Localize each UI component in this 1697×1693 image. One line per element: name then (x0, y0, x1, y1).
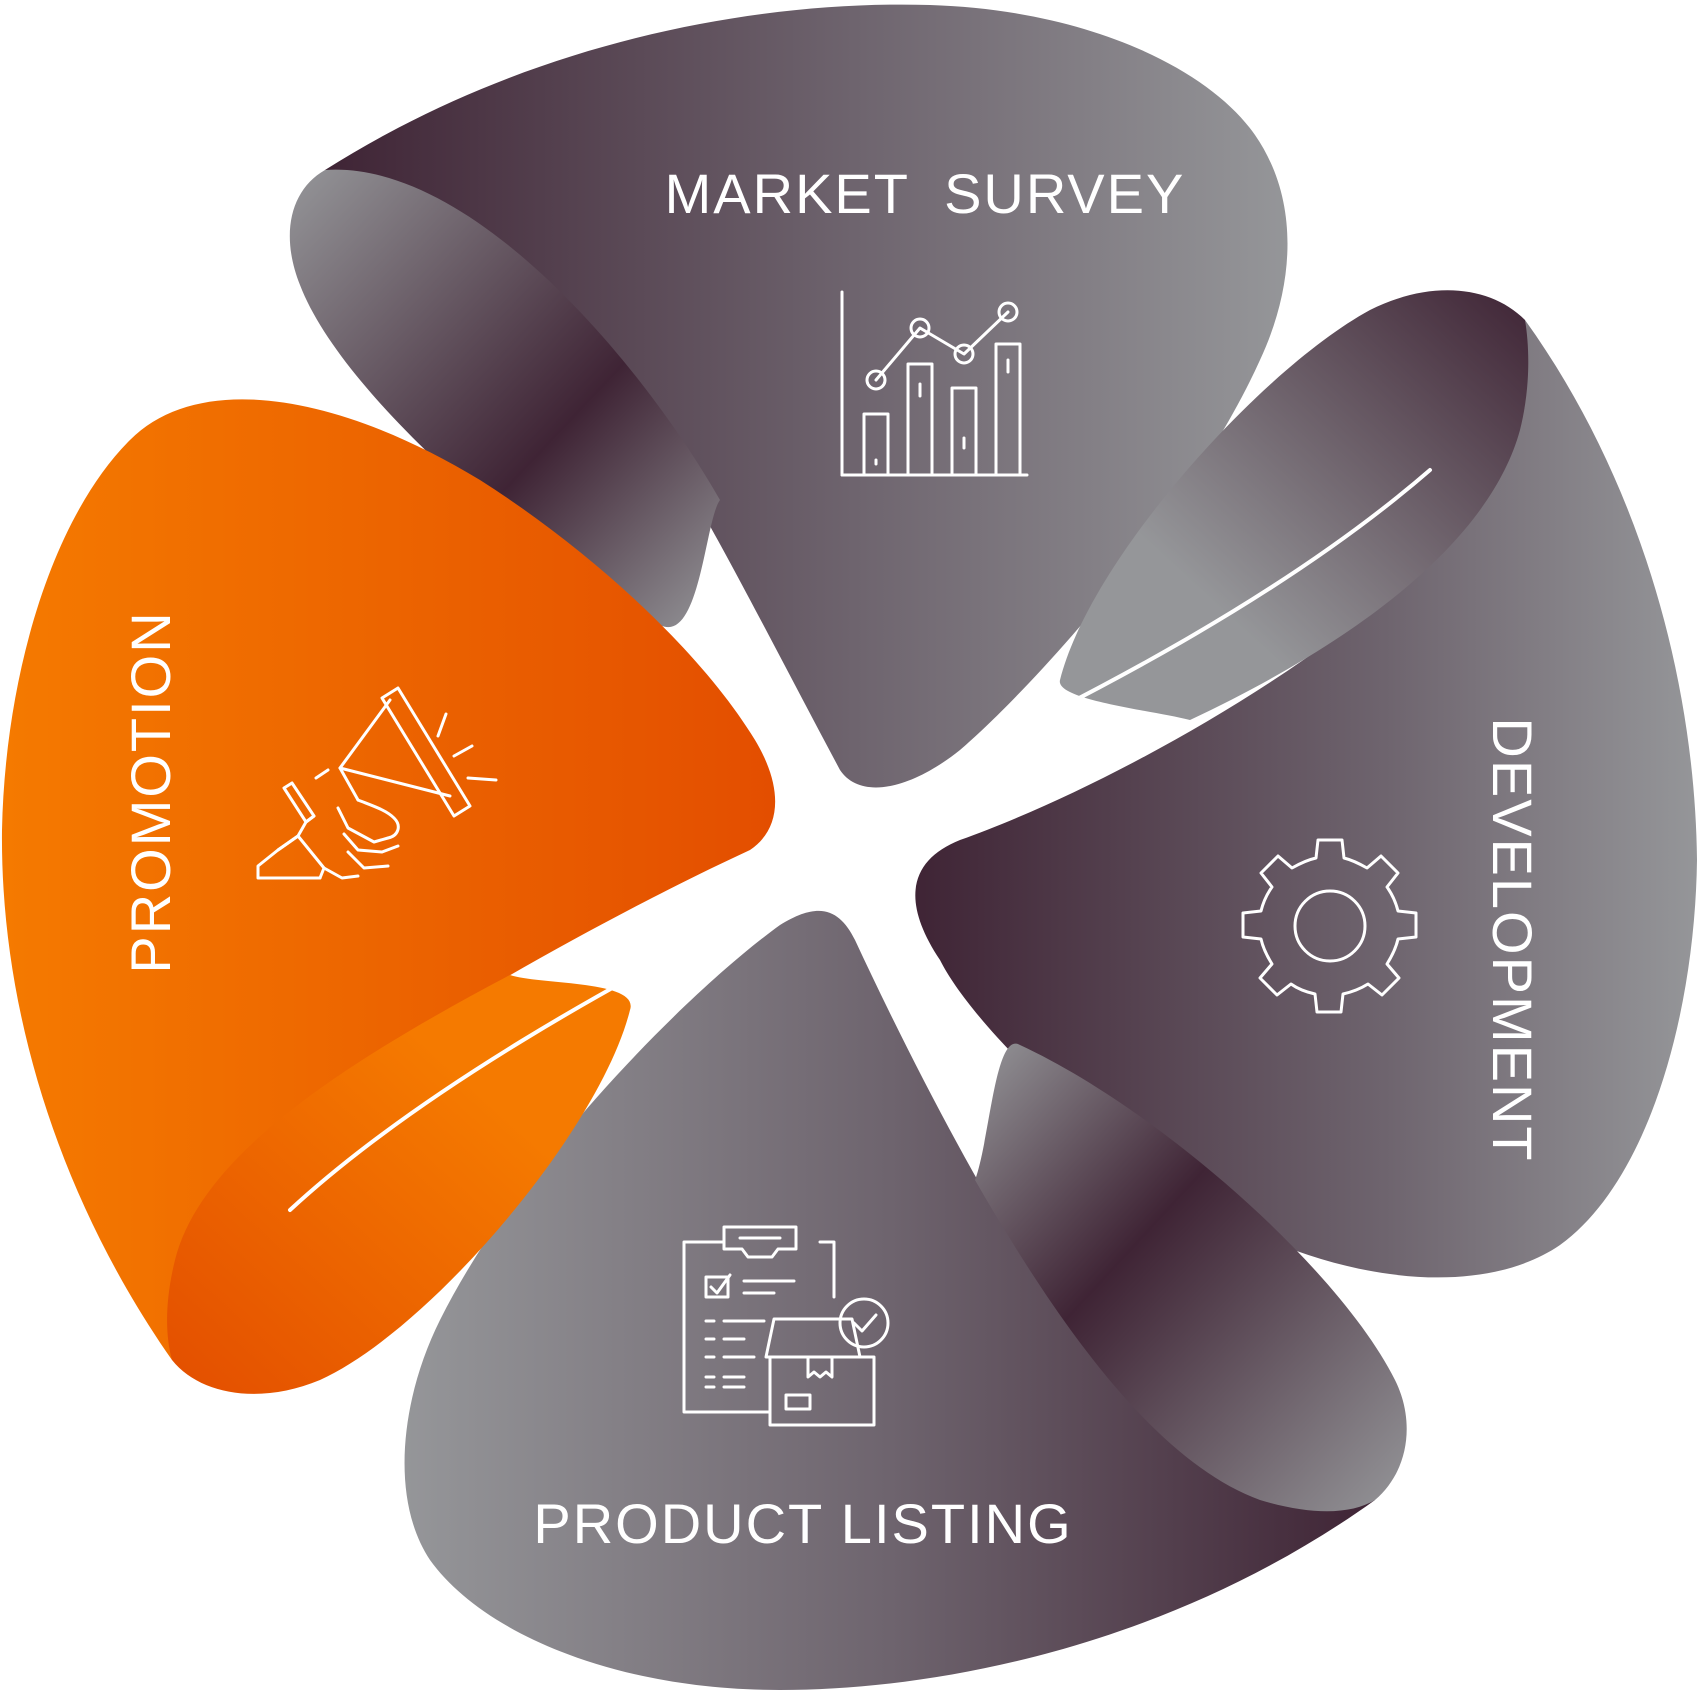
promotion-label: PROMOTION (119, 610, 182, 973)
clipboard-box-icon (682, 1225, 890, 1427)
promotion-petal (1, 399, 776, 1360)
megaphone-icon (256, 686, 498, 880)
separator-top-right (933, 468, 1432, 772)
development-label: DEVELOPMENT (1481, 717, 1544, 1162)
product-listing-fold (975, 1043, 1407, 1512)
development-petal (915, 320, 1697, 1278)
promotion-fold (167, 975, 631, 1394)
market-survey-fold (289, 169, 720, 628)
gear-icon (1241, 838, 1418, 1014)
petal-separators (288, 468, 1432, 1212)
separator-bottom-left (288, 908, 762, 1212)
product-listing-label: PRODUCT LISTING (533, 1492, 1072, 1555)
product-listing-petal (404, 910, 1375, 1690)
segment-promotion: PROMOTION (1, 399, 776, 1394)
development-fold (1059, 290, 1529, 720)
segment-product-listing: PRODUCT LISTING (404, 910, 1407, 1690)
market-survey-label: MARKET SURVEY (665, 162, 1186, 225)
segment-market-survey: MARKET SURVEY (289, 4, 1288, 788)
segment-development: DEVELOPMENT (915, 290, 1697, 1278)
market-survey-petal (325, 4, 1288, 788)
bar-line-chart-icon (840, 290, 1029, 477)
